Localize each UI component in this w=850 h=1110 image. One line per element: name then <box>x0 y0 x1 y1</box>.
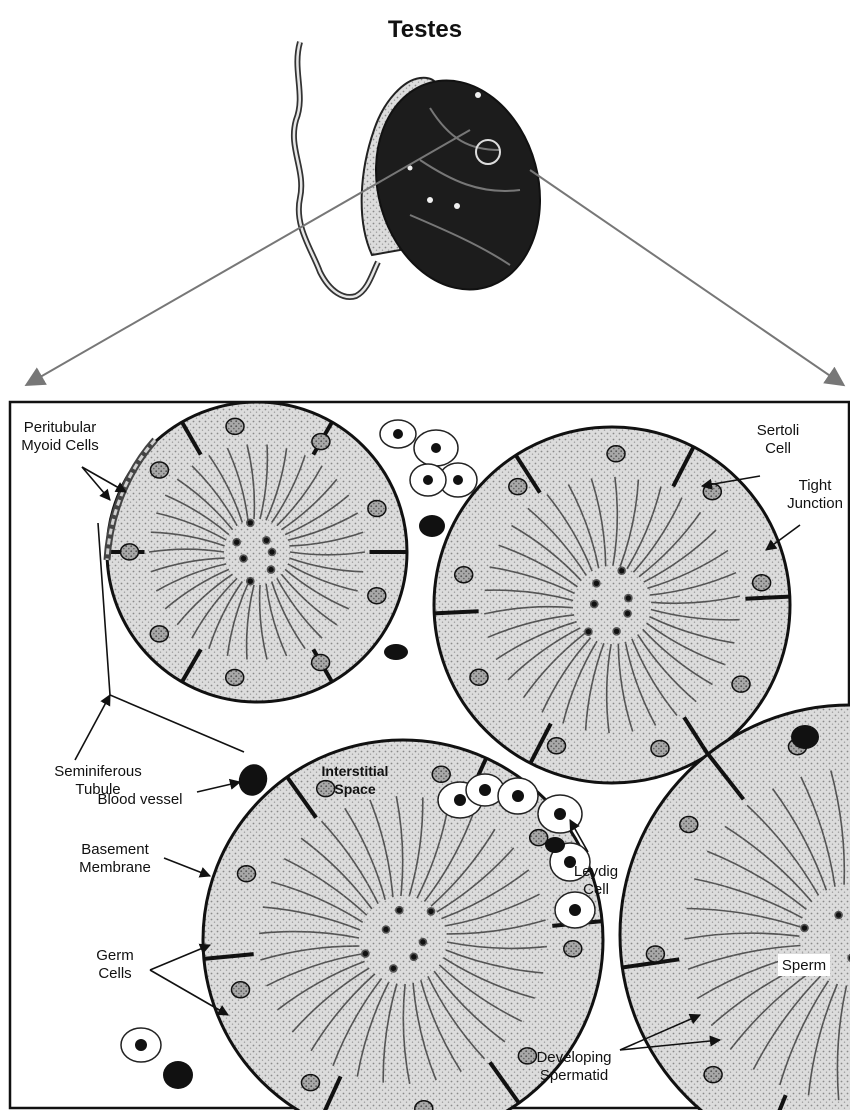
label-text: Sperm <box>782 957 826 974</box>
sertoli-nucleus <box>232 982 250 998</box>
sertoli-nucleus <box>470 669 488 685</box>
label-blood-vessel: Blood vessel <box>97 791 182 808</box>
sertoli-nucleus <box>548 738 566 754</box>
label-text: Peritubular <box>24 419 97 436</box>
sperm-head <box>419 939 426 946</box>
sperm-head <box>625 595 632 602</box>
label-developing-spermatid: Developing Spermatid <box>536 1049 611 1084</box>
sertoli-nucleus <box>238 866 256 882</box>
sertoli-nucleus <box>317 781 335 797</box>
sperm-head <box>247 519 254 526</box>
label-text: Germ <box>96 947 134 964</box>
zoom-line-right <box>530 170 842 384</box>
label-text: Membrane <box>79 859 151 876</box>
sperm-head <box>396 907 403 914</box>
label-text: Junction <box>787 495 843 512</box>
testis-body <box>353 62 562 308</box>
sperm-head <box>233 539 240 546</box>
label-text: Leydig <box>574 863 618 880</box>
sperm-head <box>383 926 390 933</box>
sertoli-nucleus <box>312 434 330 450</box>
sperm-head <box>362 950 369 957</box>
sperm-head <box>247 578 254 585</box>
sertoli-nucleus <box>432 766 450 782</box>
sertoli-nucleus <box>368 501 386 517</box>
label-text: Interstitial <box>322 763 389 779</box>
sertoli-nucleus <box>121 544 139 560</box>
label-germ-cells: Germ Cells <box>96 947 134 982</box>
label-text: Seminiferous <box>54 763 142 780</box>
sperm-head <box>835 912 842 919</box>
zoom-line-left <box>28 130 470 384</box>
sertoli-nucleus <box>312 655 330 671</box>
sertoli-nucleus <box>455 567 473 583</box>
diagram-title: Testes <box>388 16 462 43</box>
sperm-head <box>613 628 620 635</box>
sertoli-nucleus <box>226 418 244 434</box>
sertoli-nucleus <box>150 462 168 478</box>
label-text: Developing <box>536 1049 611 1066</box>
sperm-head <box>263 537 270 544</box>
sperm-head <box>428 908 435 915</box>
sperm-head <box>624 610 631 617</box>
sperm-head <box>240 555 247 562</box>
label-text: Tight <box>799 477 833 494</box>
sperm-head <box>591 601 598 608</box>
label-text: Sertoli <box>757 422 800 439</box>
sertoli-nucleus <box>704 1067 722 1083</box>
sertoli-nucleus <box>651 741 669 757</box>
label-text: Cells <box>98 965 131 982</box>
sertoli-nucleus <box>753 575 771 591</box>
label-text: Blood vessel <box>97 791 182 808</box>
sperm-head <box>801 925 808 932</box>
label-text: Space <box>334 781 375 797</box>
sertoli-nucleus <box>646 946 664 962</box>
sperm-head <box>585 628 592 635</box>
label-text: Basement <box>81 841 149 858</box>
sperm-head <box>618 567 625 574</box>
label-text: Cell <box>583 881 609 898</box>
sperm-head <box>269 549 276 556</box>
label-text: Cell <box>765 440 791 457</box>
sperm-head <box>268 566 275 573</box>
sertoli-nucleus <box>226 670 244 686</box>
tight-junction <box>745 597 789 599</box>
tight-junction <box>434 611 478 613</box>
sertoli-nucleus <box>518 1048 536 1064</box>
testis-organ <box>294 42 563 308</box>
sertoli-nucleus <box>680 817 698 833</box>
sperm-head <box>390 965 397 972</box>
sertoli-nucleus <box>530 830 548 846</box>
label-sperm: Sperm <box>778 954 830 976</box>
sertoli-nucleus <box>415 1101 433 1110</box>
label-text: Spermatid <box>540 1067 608 1084</box>
label-basement-membrane: Basement Membrane <box>79 841 151 876</box>
label-peritubular-myoid-cells: Peritubular Myoid Cells <box>21 419 99 454</box>
sertoli-nucleus <box>302 1075 320 1091</box>
sertoli-nucleus <box>150 626 168 642</box>
sertoli-nucleus <box>509 479 527 495</box>
sertoli-nucleus <box>732 676 750 692</box>
sperm-head <box>410 953 417 960</box>
sperm-head <box>593 580 600 587</box>
sertoli-nucleus <box>368 588 386 604</box>
sertoli-nucleus <box>564 941 582 957</box>
sertoli-nucleus <box>607 446 625 462</box>
label-text: Myoid Cells <box>21 437 99 454</box>
